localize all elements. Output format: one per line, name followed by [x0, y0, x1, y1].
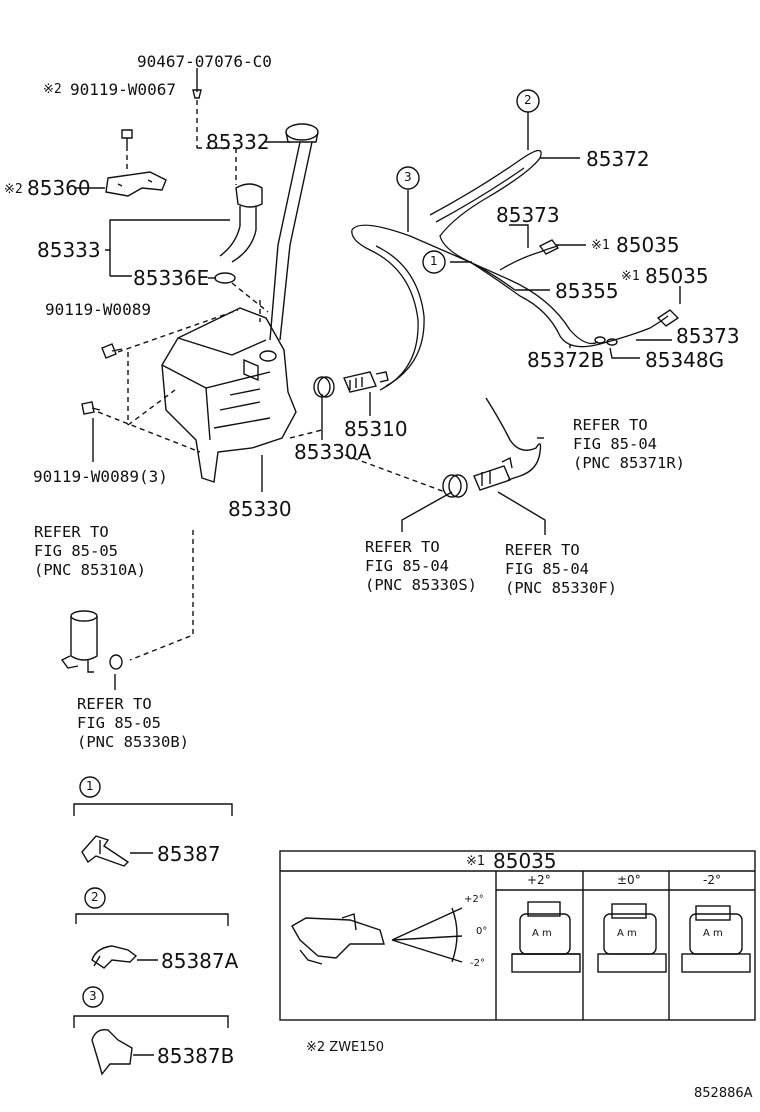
callout-85332: 85332 — [206, 130, 270, 154]
callout-90119-w0089-3: 90119-W0089(3) — [33, 467, 168, 486]
note1-mark-b: ※1 — [621, 269, 640, 284]
clip-ref-2-top: 2 — [524, 93, 532, 107]
nozzle-adjust-table — [279, 850, 756, 1021]
table-header-part: 85035 — [493, 849, 557, 873]
callout-90467: 90467-07076-C0 — [137, 52, 272, 71]
gauge-minus2 — [681, 905, 751, 973]
clip-ref-3-legend: 3 — [89, 989, 97, 1003]
refer-85330b: REFER TO FIG 85-05 (PNC 85330B) — [77, 695, 189, 751]
callout-85387: 85387 — [157, 842, 221, 866]
callout-85372: 85372 — [586, 147, 650, 171]
hose-85372-icon — [351, 149, 669, 391]
gauge-text-minus2: A m — [703, 928, 723, 939]
angle-minus2: -2° — [470, 958, 485, 969]
hose-85333-icon — [214, 183, 263, 284]
callout-85373-top: 85373 — [496, 203, 560, 227]
gauge-zero — [597, 903, 667, 973]
callout-85373-b: 85373 — [676, 324, 740, 348]
table-col-plus2: +2° — [527, 873, 551, 887]
leader-lines — [75, 68, 681, 1056]
table-col-zero: ±0° — [617, 873, 641, 887]
note2-mark-b: ※2 — [4, 182, 23, 197]
nozzle-85035-icons — [538, 239, 680, 346]
angle-zero: 0° — [476, 926, 488, 937]
pump-85310-icon — [313, 371, 389, 398]
note1-mark-a: ※1 — [591, 238, 610, 253]
refer-85310a: REFER TO FIG 85-05 (PNC 85310A) — [34, 523, 146, 579]
footnote: ※2 ZWE150 — [306, 1040, 385, 1055]
bracket-85360-icon — [105, 171, 167, 197]
callout-85035-b: 85035 — [645, 264, 709, 288]
callout-85348g: 85348G — [645, 348, 725, 372]
callout-90119-w0089: 90119-W0089 — [45, 300, 151, 319]
clip-icons — [81, 835, 138, 1076]
callout-85372b: 85372B — [527, 348, 605, 372]
pump-assembly-right-icon — [442, 456, 513, 498]
table-col-minus2: -2° — [703, 873, 721, 887]
callout-90119-w0067: 90119-W0067 — [70, 80, 176, 99]
callout-85360: 85360 — [27, 176, 91, 200]
callout-85336e: 85336E — [133, 266, 210, 290]
bolt-icons — [81, 89, 202, 415]
gauge-plus2 — [511, 901, 581, 973]
tank-85330-icon — [161, 307, 297, 483]
callout-85355: 85355 — [555, 279, 619, 303]
clip-circle-callouts — [79, 89, 540, 1008]
callout-85330a: 85330A — [294, 440, 372, 464]
clip-ref-2-legend: 2 — [91, 890, 99, 904]
callout-85330: 85330 — [228, 497, 292, 521]
table-header-mark: ※1 — [466, 854, 485, 869]
refer-85330s: REFER TO FIG 85-04 (PNC 85330S) — [365, 538, 477, 594]
callout-85310: 85310 — [344, 417, 408, 441]
gauge-text-zero: A m — [617, 928, 637, 939]
note2-mark-a: ※2 — [43, 82, 62, 97]
clip-ref-3-top: 3 — [404, 170, 412, 184]
motor-pump-icon — [60, 610, 123, 673]
callout-85035-a: 85035 — [616, 233, 680, 257]
clip-ref-1-top: 1 — [430, 254, 438, 268]
hose-85371r-icon — [485, 397, 542, 481]
gauge-text-plus2: A m — [532, 928, 552, 939]
angle-plus2: +2° — [464, 894, 484, 905]
refer-85371r: REFER TO FIG 85-04 (PNC 85371R) — [573, 416, 685, 472]
callout-85333: 85333 — [37, 238, 101, 262]
callout-85387b: 85387B — [157, 1044, 235, 1068]
legend-brackets — [73, 803, 233, 1028]
cap-85332-icon — [269, 123, 319, 341]
refer-85330f: REFER TO FIG 85-04 (PNC 85330F) — [505, 541, 617, 597]
clip-ref-1-legend: 1 — [86, 779, 94, 793]
figure-id: 852886A — [694, 1086, 753, 1101]
callout-85387a: 85387A — [161, 949, 239, 973]
